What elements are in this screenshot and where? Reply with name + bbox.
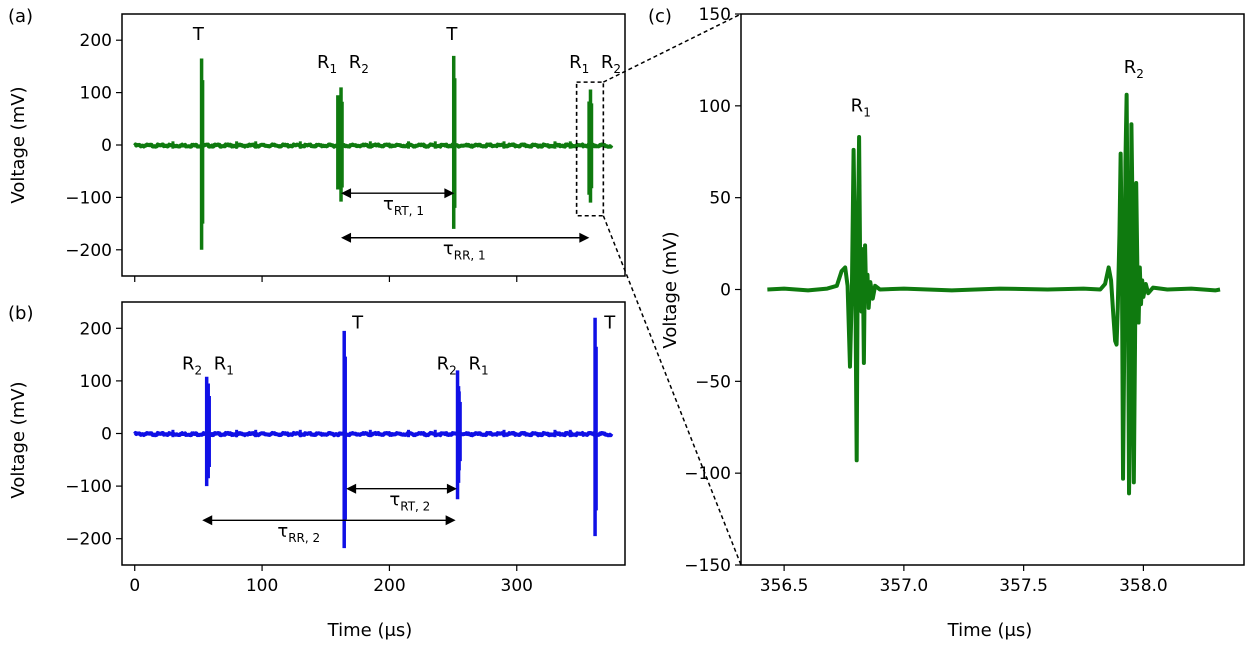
panel-b-ytick-label: −200 <box>65 530 112 550</box>
panel-b-ytick-label: −100 <box>65 477 112 497</box>
panel-a-arrow-head <box>341 188 352 199</box>
panel-b-peak-label: T <box>603 312 616 333</box>
panel-a-ytick-label: 100 <box>80 84 112 104</box>
panel-a-arrow-head <box>444 188 455 199</box>
panel-c-ytick-label: 100 <box>699 97 731 117</box>
panel-b-trace <box>133 317 614 549</box>
panel-c-frame <box>740 13 1245 566</box>
panel-c-xtick-label: 358.0 <box>1119 576 1168 596</box>
panel-a-peak-label: T <box>445 24 458 45</box>
panel-b-peak-label: R1 <box>214 353 234 377</box>
zoom-connector-lines <box>602 13 742 566</box>
panel-a-peak-label: T <box>192 24 205 45</box>
panel-a: T R1 R2 T R1 R2 τRT, 1 τRR, 1 −200 −100 0 100 200 (… <box>8 6 626 282</box>
panel-c-ytick-label: 50 <box>709 189 731 209</box>
panel-a-ytick-label: −100 <box>65 188 112 208</box>
zoom-connector-top <box>603 13 742 83</box>
panel-b-peak-label: R1 <box>468 353 488 377</box>
panel-a-axes: −200 −100 0 100 200 <box>65 13 626 282</box>
panel-b-arrow-head <box>346 483 357 494</box>
panel-a-ylabel: Voltage (mV) <box>8 86 29 203</box>
panel-b-arrow-head <box>202 515 213 526</box>
panel-b-xtick-label: 300 <box>501 576 533 596</box>
panel-c-peak-label: R1 <box>851 95 871 119</box>
panel-a-arrow-head <box>341 232 352 243</box>
panel-b-xtick-label: 0 <box>129 576 140 596</box>
panel-b-peak-label: R2 <box>182 353 202 377</box>
panel-c-ylabel: Voltage (mV) <box>660 231 681 348</box>
panel-b-ytick-label: 100 <box>80 372 112 392</box>
panel-c-ytick-label: −50 <box>695 372 731 392</box>
panel-a-ytick-label: 0 <box>101 136 112 156</box>
panel-b-ytick-label: 200 <box>80 319 112 339</box>
panel-b-peak-label: T <box>351 312 364 333</box>
panel-a-peak-label: R1 <box>317 52 337 76</box>
panel-b-xlabel: Time (μs) <box>327 620 413 641</box>
panel-c-xlabel: Time (μs) <box>947 620 1033 641</box>
panel-b-tau-label: τRR, 2 <box>277 521 320 545</box>
panel-b-tau-label: τRT, 2 <box>389 489 430 513</box>
panel-a-arrow-head <box>579 232 590 243</box>
panel-c-xtick-label: 357.0 <box>880 576 929 596</box>
panel-c-ytick-label: −100 <box>684 464 731 484</box>
panel-c-peak-label: R2 <box>1124 57 1144 81</box>
panel-a-tau-label: τRT, 1 <box>383 194 424 218</box>
panel-c-ytick-label: −150 <box>684 556 731 576</box>
panel-b-axes: −200 −100 0 100 200 0 100 200 300 <box>65 301 626 596</box>
panel-a-peak-label: R2 <box>601 52 621 76</box>
panel-b-frame <box>121 301 626 566</box>
panel-c-axes: −150 −100 −50 0 50 100 150 356.5 357.0 357.5 358.0 <box>684 5 1245 596</box>
panel-a-peak-label: R2 <box>349 52 369 76</box>
panel-a-peak-label: R1 <box>569 52 589 76</box>
panel-b-ytick-label: 0 <box>101 425 112 445</box>
zoom-box <box>575 81 605 217</box>
panel-a-tau-label: τRR, 1 <box>443 238 486 262</box>
panel-c-label: (c) <box>648 6 672 27</box>
panel-b-label: (b) <box>8 303 33 324</box>
panel-c-ytick-label: 150 <box>699 5 731 25</box>
panel-a-label: (a) <box>8 6 33 27</box>
panel-a-ytick-label: −200 <box>65 241 112 261</box>
panel-a-baseline <box>133 142 614 149</box>
panel-a-trace <box>133 55 614 250</box>
panel-a-frame <box>121 13 626 277</box>
panel-b-arrow-head <box>445 515 456 526</box>
panel-c-xtick-label: 356.5 <box>760 576 809 596</box>
panel-c-trace <box>767 92 1221 496</box>
panel-b-peak-label: R2 <box>437 353 457 377</box>
panel-c-trace-line <box>767 92 1221 496</box>
panel-c-ytick-label: 0 <box>720 281 731 301</box>
panel-b-xtick-label: 200 <box>373 576 405 596</box>
panel-b-arrow-head <box>446 483 457 494</box>
panel-c-xtick-label: 357.5 <box>999 576 1048 596</box>
panel-b-ylabel: Voltage (mV) <box>8 381 29 498</box>
panel-c: R1 R2 −150 −100 −50 0 50 100 150 356.5 357.0 357.5… <box>648 5 1245 641</box>
panel-a-ytick-label: 200 <box>80 31 112 51</box>
panel-b-xtick-label: 100 <box>246 576 278 596</box>
panel-b-baseline <box>133 430 614 438</box>
panel-c-annotations: R1 R2 <box>851 57 1144 120</box>
